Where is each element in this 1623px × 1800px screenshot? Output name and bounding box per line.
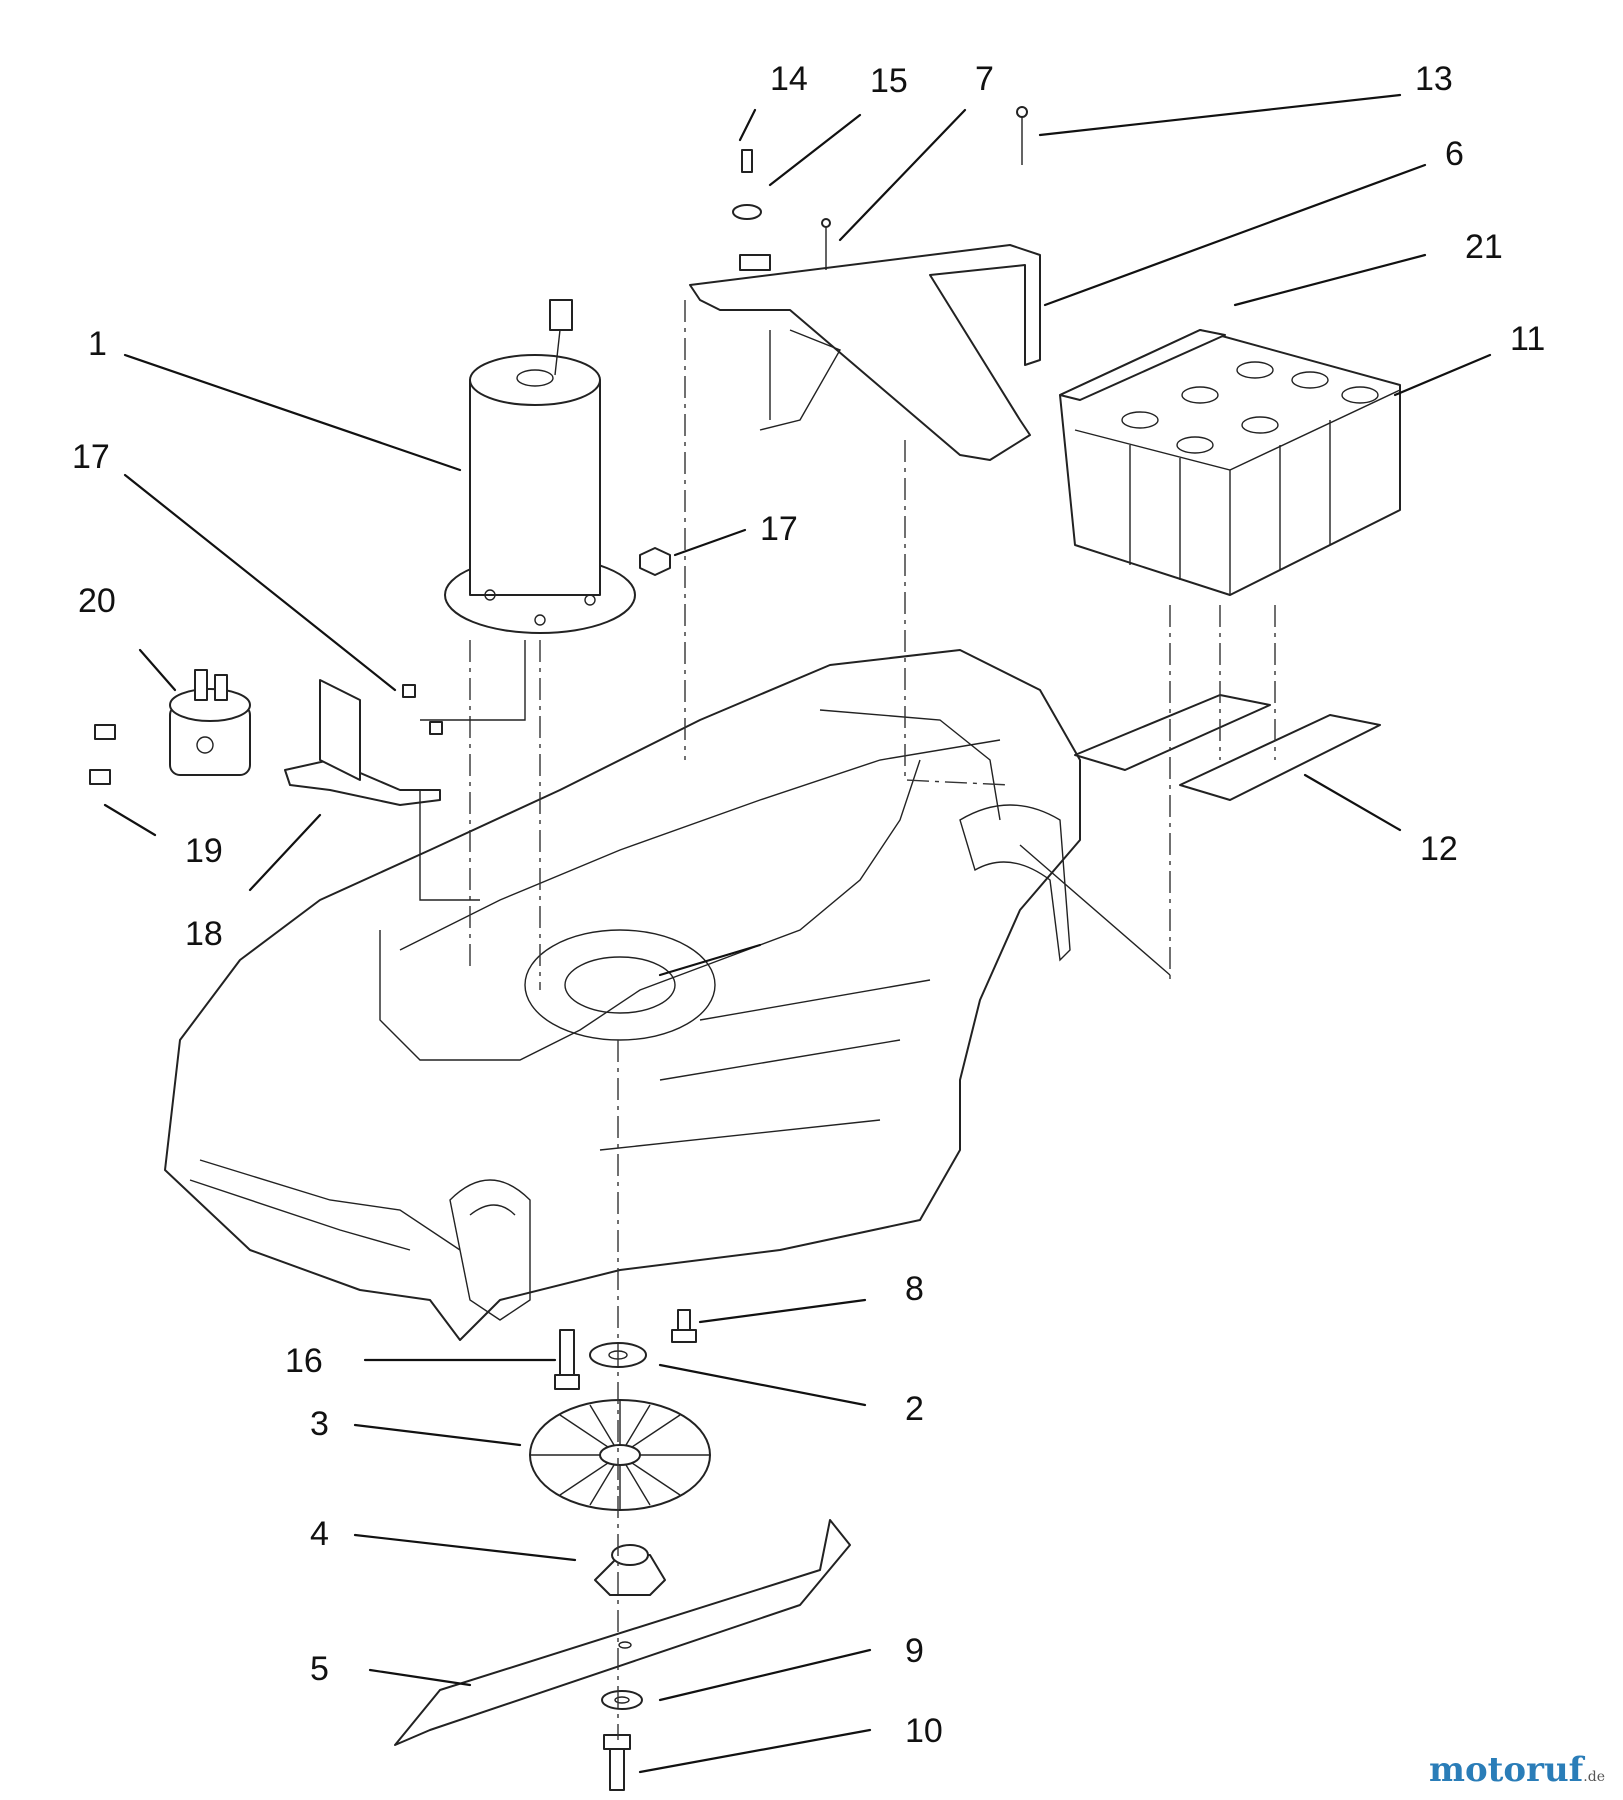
- motor: [444, 299, 636, 634]
- callout-8: 8: [905, 1270, 924, 1308]
- watermark-brand: motoruf: [1429, 1750, 1584, 1790]
- mower-deck-housing: [164, 649, 1081, 1341]
- blade-fan: [529, 1399, 711, 1511]
- callout-20: 20: [78, 582, 116, 620]
- callout-12: 12: [1420, 830, 1458, 868]
- battery-pack: [1059, 329, 1401, 596]
- callout-2: 2: [905, 1390, 924, 1428]
- callout-labels: 1 2 3 4 5 6 7 8 9 10 11 12 13 14 15 16 1…: [72, 60, 1545, 1750]
- hardware: [554, 106, 1028, 1791]
- mower-blade: [394, 1519, 851, 1746]
- callout-1: 1: [88, 325, 107, 363]
- blade-adapter: [594, 1544, 666, 1596]
- callout-9: 9: [905, 1632, 924, 1670]
- callout-3: 3: [310, 1405, 329, 1443]
- solenoid-bracket: [284, 679, 443, 806]
- callout-16: 16: [285, 1342, 323, 1380]
- callout-21: 21: [1465, 228, 1503, 266]
- callout-7: 7: [975, 60, 994, 98]
- leader-lines: [103, 93, 1492, 1774]
- callout-5: 5: [310, 1650, 329, 1688]
- blade-washer: [601, 1690, 643, 1710]
- callout-18: 18: [185, 915, 223, 953]
- callout-11: 11: [1510, 320, 1545, 358]
- solenoid: [89, 669, 251, 785]
- callout-4: 4: [310, 1515, 329, 1553]
- callout-13: 13: [1415, 60, 1453, 98]
- callout-19: 19: [185, 832, 223, 870]
- callout-14: 14: [770, 60, 808, 98]
- battery-strap: [689, 244, 1041, 461]
- callout-17-left: 17: [72, 438, 110, 476]
- callout-6: 6: [1445, 135, 1464, 173]
- assembly-lines: [419, 300, 1276, 1740]
- callout-10: 10: [905, 1712, 943, 1750]
- watermark-tld: .de: [1583, 1769, 1605, 1785]
- watermark-logo: motoruf.de: [1429, 1750, 1605, 1790]
- battery-pads: [1074, 694, 1381, 801]
- callout-17-right: 17: [760, 510, 798, 548]
- nut: [639, 547, 671, 576]
- callout-15: 15: [870, 62, 908, 100]
